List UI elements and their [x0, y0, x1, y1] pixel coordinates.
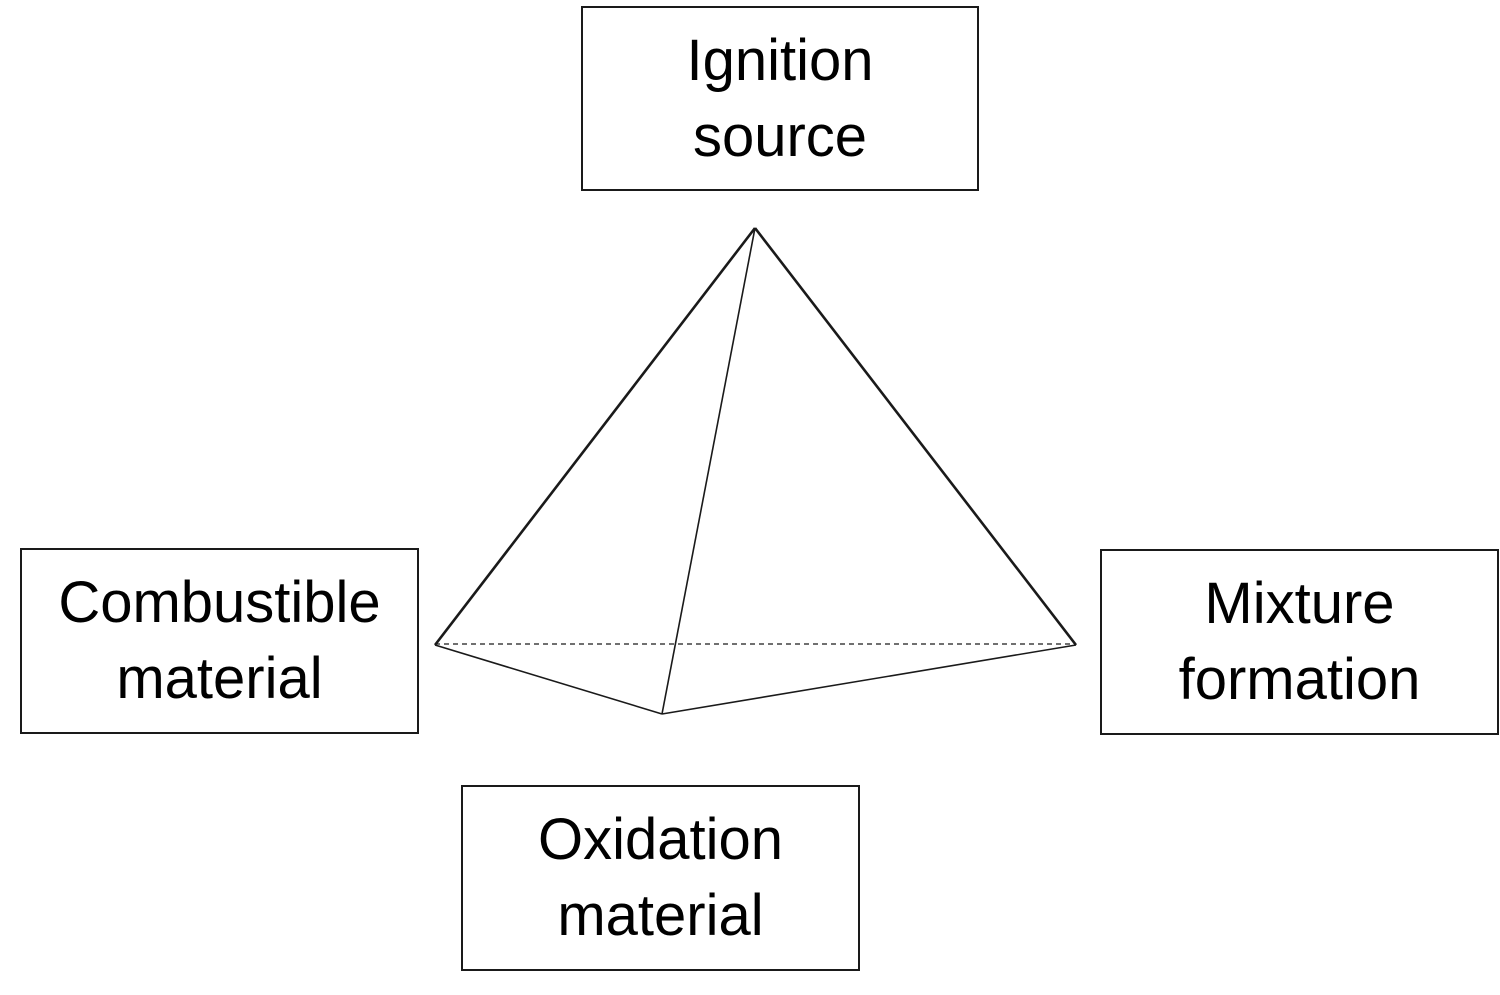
- ignition-source-line2: source: [692, 103, 868, 169]
- mixture-formation-box: Mixture formation: [1100, 549, 1499, 735]
- edge-apex-front: [661, 227, 756, 715]
- edge-apex-right: [753, 227, 1078, 646]
- edge-apex-left: [433, 227, 757, 646]
- mixture-formation-line1: Mixture: [1204, 571, 1395, 636]
- ignition-source-box: Ignition source: [581, 6, 979, 191]
- oxidation-material-box: Oxidation material: [461, 785, 860, 971]
- combustible-material-line1: Combustible: [58, 570, 381, 635]
- mixture-formation-line2: formation: [1178, 647, 1421, 712]
- combustible-material-line2: material: [116, 646, 323, 711]
- ignition-source-line1: Ignition: [686, 27, 874, 93]
- oxidation-material-line1: Oxidation: [537, 807, 784, 872]
- oxidation-material-line2: material: [557, 883, 764, 948]
- combustible-material-box: Combustible material: [20, 548, 419, 734]
- edge-front-right: [661, 644, 1077, 715]
- edge-left-front: [434, 644, 663, 715]
